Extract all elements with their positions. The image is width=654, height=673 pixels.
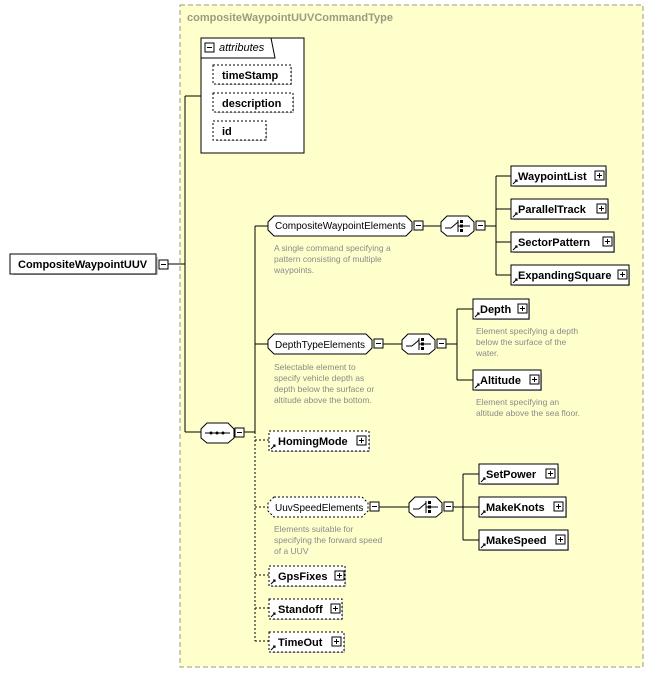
svg-text:description: description: [222, 98, 282, 110]
element-parallel-track[interactable]: ParallelTrack: [510, 198, 609, 220]
svg-text:CompositeWaypointUUV: CompositeWaypointUUV: [18, 259, 148, 271]
choice-compositor-2[interactable]: [401, 333, 436, 355]
root-collapse-icon[interactable]: [158, 259, 169, 270]
depth-doc-1: below the surface of the: [476, 337, 567, 347]
choice-1-collapse-icon[interactable]: [475, 220, 486, 231]
element-make-speed[interactable]: MakeSpeed: [478, 529, 569, 551]
svg-text:GpsFixes: GpsFixes: [278, 571, 328, 583]
svg-text:Altitude: Altitude: [480, 375, 521, 387]
depth-doc-2: water.: [475, 348, 499, 358]
svg-text:HomingMode: HomingMode: [278, 436, 348, 448]
altitude-doc-0: Element specifying an: [476, 397, 559, 407]
element-time-out[interactable]: TimeOut: [268, 631, 345, 653]
element-standoff[interactable]: Standoff: [268, 598, 343, 620]
choice-compositor-1[interactable]: [440, 215, 475, 237]
svg-text:timeStamp: timeStamp: [222, 70, 279, 82]
svg-text:MakeSpeed: MakeSpeed: [486, 535, 547, 547]
choice-compositor-3[interactable]: [408, 496, 443, 518]
svg-text:Depth: Depth: [480, 304, 511, 316]
depth-doc-0: Element specifying a depth: [476, 326, 578, 336]
sequence-compositor[interactable]: [200, 422, 235, 444]
element-sector-pattern[interactable]: SectorPattern: [510, 231, 615, 253]
element-altitude[interactable]: Altitude: [472, 369, 542, 391]
composite-waypoint-doc-2: waypoints.: [273, 265, 314, 275]
depth-type-collapse-icon[interactable]: [373, 338, 384, 349]
svg-text:id: id: [222, 126, 232, 138]
uuv-speed-collapse-icon[interactable]: [369, 501, 380, 512]
attributes-title: attributes: [219, 42, 265, 54]
uuv-speed-doc-1: specifying the forward speed: [274, 535, 382, 545]
depth-type-doc-2: depth below the surface or: [274, 384, 374, 394]
uuv-speed-doc-2: of a UUV: [274, 546, 309, 556]
attribute-description[interactable]: description: [212, 92, 294, 113]
composite-waypoint-collapse-icon[interactable]: [413, 220, 424, 231]
composite-waypoint-doc-0: A single command specifying a: [274, 243, 391, 253]
svg-text:SectorPattern: SectorPattern: [518, 237, 590, 249]
composite-waypoint-elements-group[interactable]: CompositeWaypointElements: [267, 215, 413, 237]
element-depth[interactable]: Depth: [472, 298, 530, 320]
element-set-power[interactable]: SetPower: [478, 463, 559, 485]
choice-2-collapse-icon[interactable]: [436, 338, 447, 349]
composite-waypoint-doc-1: pattern consisting of multiple: [274, 254, 382, 264]
sequence-collapse-icon[interactable]: [234, 427, 245, 438]
svg-text:UuvSpeedElements: UuvSpeedElements: [275, 503, 363, 514]
element-homing-mode[interactable]: HomingMode: [268, 430, 370, 452]
uuv-speed-doc-0: Elements suitable for: [274, 524, 354, 534]
element-expanding-square[interactable]: ExpandingSquare: [510, 264, 630, 286]
svg-text:ParallelTrack: ParallelTrack: [518, 204, 587, 216]
attribute-id[interactable]: id: [212, 120, 267, 141]
attribute-timestamp[interactable]: timeStamp: [212, 64, 292, 85]
root-element[interactable]: CompositeWaypointUUV: [9, 253, 158, 275]
choice-3-collapse-icon[interactable]: [443, 501, 454, 512]
depth-type-doc-3: altitude above the bottom.: [274, 395, 372, 405]
depth-type-doc-1: specify vehicle depth as: [274, 373, 364, 383]
svg-text:SetPower: SetPower: [486, 469, 537, 481]
depth-type-elements-group[interactable]: DepthTypeElements: [267, 333, 373, 355]
attributes-collapse-icon[interactable]: [204, 42, 215, 53]
element-make-knots[interactable]: MakeKnots: [478, 496, 567, 518]
altitude-doc-1: altitude above the sea floor.: [476, 408, 580, 418]
element-gps-fixes[interactable]: GpsFixes: [268, 565, 346, 587]
svg-text:Standoff: Standoff: [278, 604, 323, 616]
svg-text:DepthTypeElements: DepthTypeElements: [275, 340, 365, 351]
svg-text:MakeKnots: MakeKnots: [486, 502, 545, 514]
uuv-speed-elements-group[interactable]: UuvSpeedElements: [267, 496, 369, 518]
attributes-tab: [200, 37, 276, 59]
svg-text:WaypointList: WaypointList: [518, 171, 587, 183]
svg-text:CompositeWaypointElements: CompositeWaypointElements: [275, 221, 406, 232]
svg-text:TimeOut: TimeOut: [278, 637, 323, 649]
element-waypoint-list[interactable]: WaypointList: [510, 165, 607, 187]
svg-text:ExpandingSquare: ExpandingSquare: [518, 270, 612, 282]
depth-type-doc-0: Selectable element to: [274, 362, 356, 372]
type-title: compositeWaypointUUVCommandType: [187, 12, 393, 24]
